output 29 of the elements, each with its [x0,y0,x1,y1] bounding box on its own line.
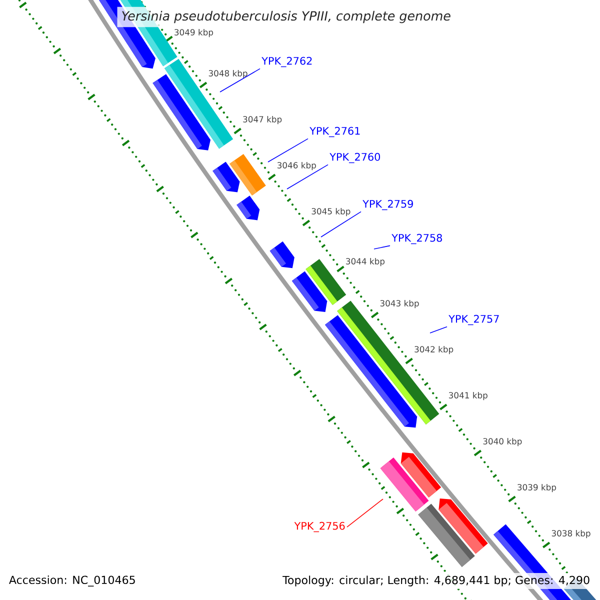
gene-label: YPK_2762 [262,56,312,68]
tick-label: 3042 kbp [414,346,454,354]
gene-label: YPK_2757 [448,314,499,326]
footer-text: Topology: circular; Length: 4,689,441 bp; Genes: 4,290 [280,573,593,590]
tick-label: 3039 kbp [518,484,556,492]
gene-label: YPK_2756 [294,522,345,532]
gene-label: YPK_2760 [330,152,380,164]
leader-line [220,68,260,92]
tick-label: 3048 kbp [208,70,248,78]
tick-label: 3049 kbp [174,28,214,38]
leader-line [374,245,390,250]
title-banner: Yersinia pseudotuberculosis YPIII, complete genome [117,6,455,28]
tick-label: 3046 kbp [277,162,316,170]
leader-line [430,326,448,334]
leader-line [346,498,384,528]
tick-label: 3047 kbp [243,116,282,124]
tick-label: 3040 kbp [483,438,522,446]
tick-label: 3043 kbp [380,300,419,308]
tick-label: 3045 kbp [312,208,350,216]
gene-label: YPK_2759 [362,200,413,210]
tick-label: 3038 kbp [552,530,590,538]
footer-text: Accession: NC_010465 [6,572,139,590]
tick-label: 3041 kbp [448,392,488,400]
leader-line [268,138,308,162]
leader-line [320,211,362,238]
gene-label: YPK_2761 [310,126,360,138]
tick-label: 3044 kbp [346,258,385,266]
gene-label: YPK_2758 [392,234,442,244]
leader-line [286,164,328,190]
